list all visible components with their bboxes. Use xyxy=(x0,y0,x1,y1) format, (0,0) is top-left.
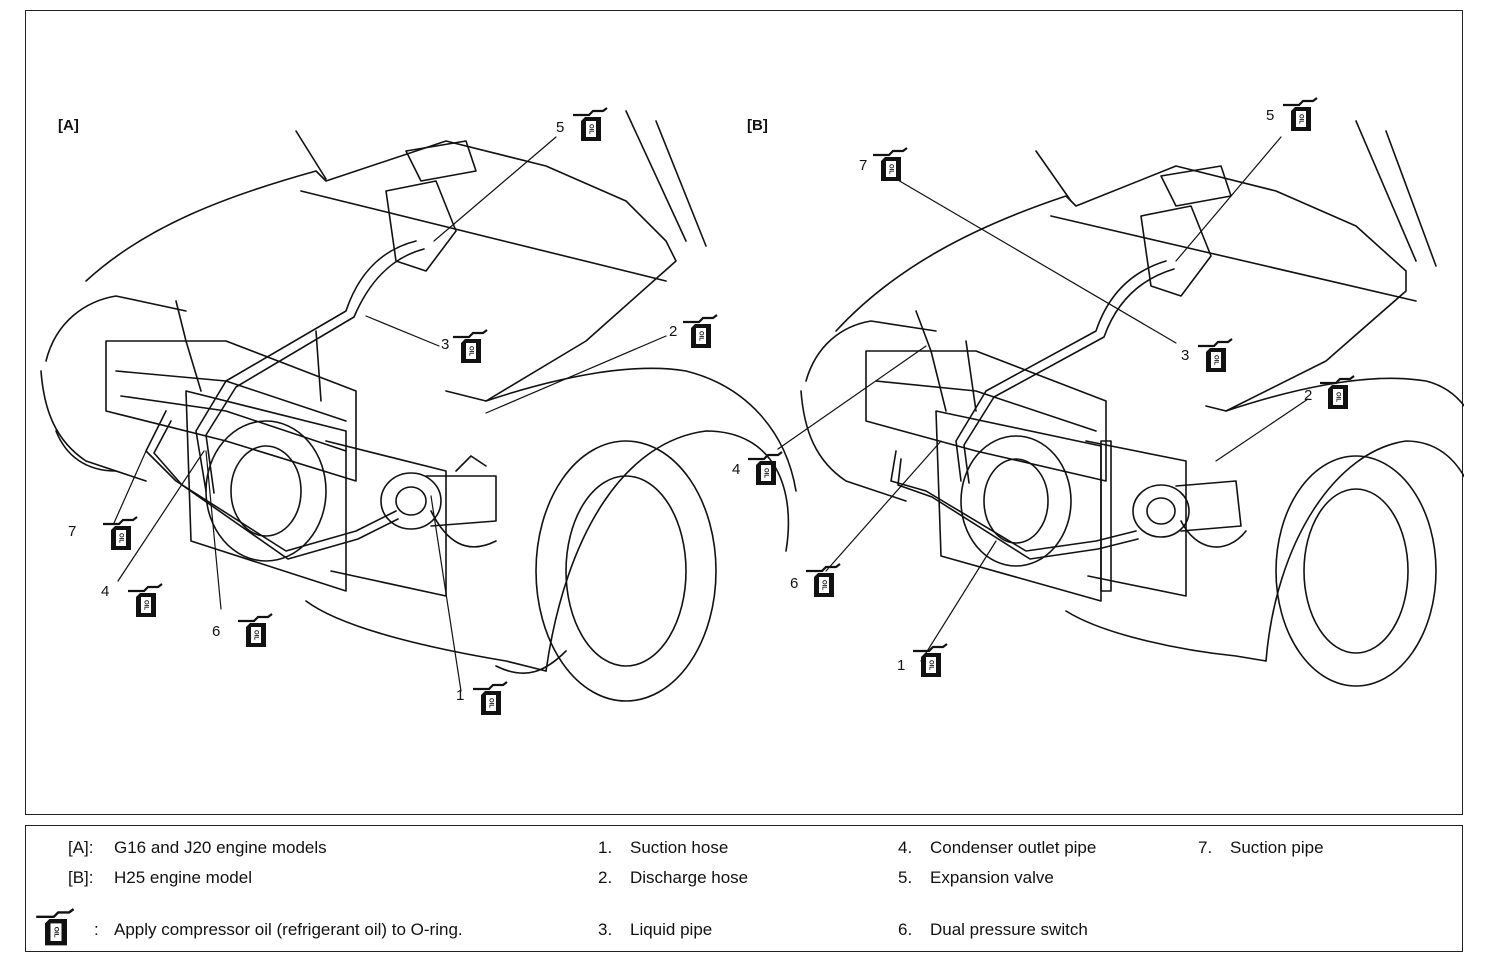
panel-a-callout-3: 3 xyxy=(441,336,450,353)
panel-a-tag: [A] xyxy=(58,117,79,134)
svg-text:OIL: OIL xyxy=(142,600,148,610)
panel-b-callout-7: 7 xyxy=(859,157,868,174)
legend-b-key: [B]: xyxy=(68,868,94,887)
legend-item-7: 7.Suction pipe xyxy=(1198,838,1324,857)
svg-text:OIL: OIL xyxy=(587,124,593,134)
legend-b-text: H25 engine model xyxy=(114,868,252,887)
svg-text:OIL: OIL xyxy=(927,660,933,670)
oil-can-icon: OIL xyxy=(1283,97,1318,131)
legend-item-5: 5.Expansion valve xyxy=(898,868,1054,887)
oil-can-icon: OIL xyxy=(873,147,908,181)
svg-text:OIL: OIL xyxy=(52,927,59,938)
panel-a-callout-2: 2 xyxy=(669,323,678,340)
panel-a-callout-5: 5 xyxy=(556,119,565,136)
oil-can-icon: OIL xyxy=(128,583,163,617)
oil-can-icon: OIL xyxy=(913,643,948,677)
legend-item-3: 3.Liquid pipe xyxy=(598,920,713,939)
svg-text:OIL: OIL xyxy=(117,533,123,543)
diagram-frame: [A] [B] 5 2 3 7 4 6 1 5 7 3 2 4 6 1 OIL O… xyxy=(25,10,1464,815)
oil-can-icon: OIL xyxy=(748,451,783,485)
svg-text:OIL: OIL xyxy=(1334,392,1340,402)
svg-text:OIL: OIL xyxy=(467,346,473,356)
oil-can-icon: OIL xyxy=(683,314,718,348)
legend-icon-text: Apply compressor oil (refrigerant oil) t… xyxy=(114,920,463,939)
svg-text:OIL: OIL xyxy=(762,468,768,478)
legend-item-4: 4.Condenser outlet pipe xyxy=(898,838,1097,857)
oil-can-icon: OIL xyxy=(238,613,273,647)
legend-icon-row: : Apply compressor oil (refrigerant oil) … xyxy=(94,920,463,940)
svg-text:OIL: OIL xyxy=(1297,114,1303,124)
panel-b-leaders xyxy=(777,136,1309,662)
panel-b-callout-4: 4 xyxy=(732,461,741,478)
panel-a-callout-7: 7 xyxy=(68,523,77,540)
svg-text:OIL: OIL xyxy=(487,698,493,708)
legend-box: [A]: G16 and J20 engine models [B]: H25 en… xyxy=(25,825,1463,952)
legend-b: [B]: H25 engine model xyxy=(68,868,252,888)
legend-a: [A]: G16 and J20 engine models xyxy=(68,838,327,858)
svg-text:OIL: OIL xyxy=(252,630,258,640)
panel-b-callout-2: 2 xyxy=(1304,387,1313,404)
engine-bay-drawing xyxy=(40,110,1464,702)
oil-can-icon: OIL xyxy=(806,563,841,597)
panel-a-callout-1: 1 xyxy=(456,687,465,704)
panel-a-leaders xyxy=(113,136,667,692)
legend-a-text: G16 and J20 engine models xyxy=(114,838,327,857)
svg-text:OIL: OIL xyxy=(820,580,826,590)
oil-can-icon: OIL xyxy=(1320,375,1355,409)
svg-text:OIL: OIL xyxy=(697,331,703,341)
oil-can-icon: OIL xyxy=(573,107,608,141)
panel-a-callout-4: 4 xyxy=(101,583,110,600)
oil-can-icon: OIL xyxy=(473,681,508,715)
svg-text:OIL: OIL xyxy=(887,164,893,174)
oil-can-icon: OIL xyxy=(453,329,488,363)
legend-item-1: 1.Suction hose xyxy=(598,838,729,857)
panel-b-callout-6: 6 xyxy=(790,575,799,592)
panel-a-car xyxy=(40,110,797,702)
panel-b-callout-1: 1 xyxy=(897,657,906,674)
legend-icon-sep: : xyxy=(94,920,99,939)
panel-b-callout-5: 5 xyxy=(1266,107,1275,124)
panel-b-tag: [B] xyxy=(747,117,768,134)
oil-can-icon: OIL xyxy=(103,516,138,550)
legend-a-key: [A]: xyxy=(68,838,94,857)
panel-a-callout-6: 6 xyxy=(212,623,221,640)
svg-text:OIL: OIL xyxy=(1212,355,1218,365)
oil-can-icon: OIL xyxy=(36,908,75,946)
legend-item-2: 2.Discharge hose xyxy=(598,868,749,887)
panel-b-callout-3: 3 xyxy=(1181,347,1190,364)
panel-b-car xyxy=(800,120,1464,687)
legend-item-6: 6.Dual pressure switch xyxy=(898,920,1088,939)
oil-can-icon: OIL xyxy=(1198,338,1233,372)
